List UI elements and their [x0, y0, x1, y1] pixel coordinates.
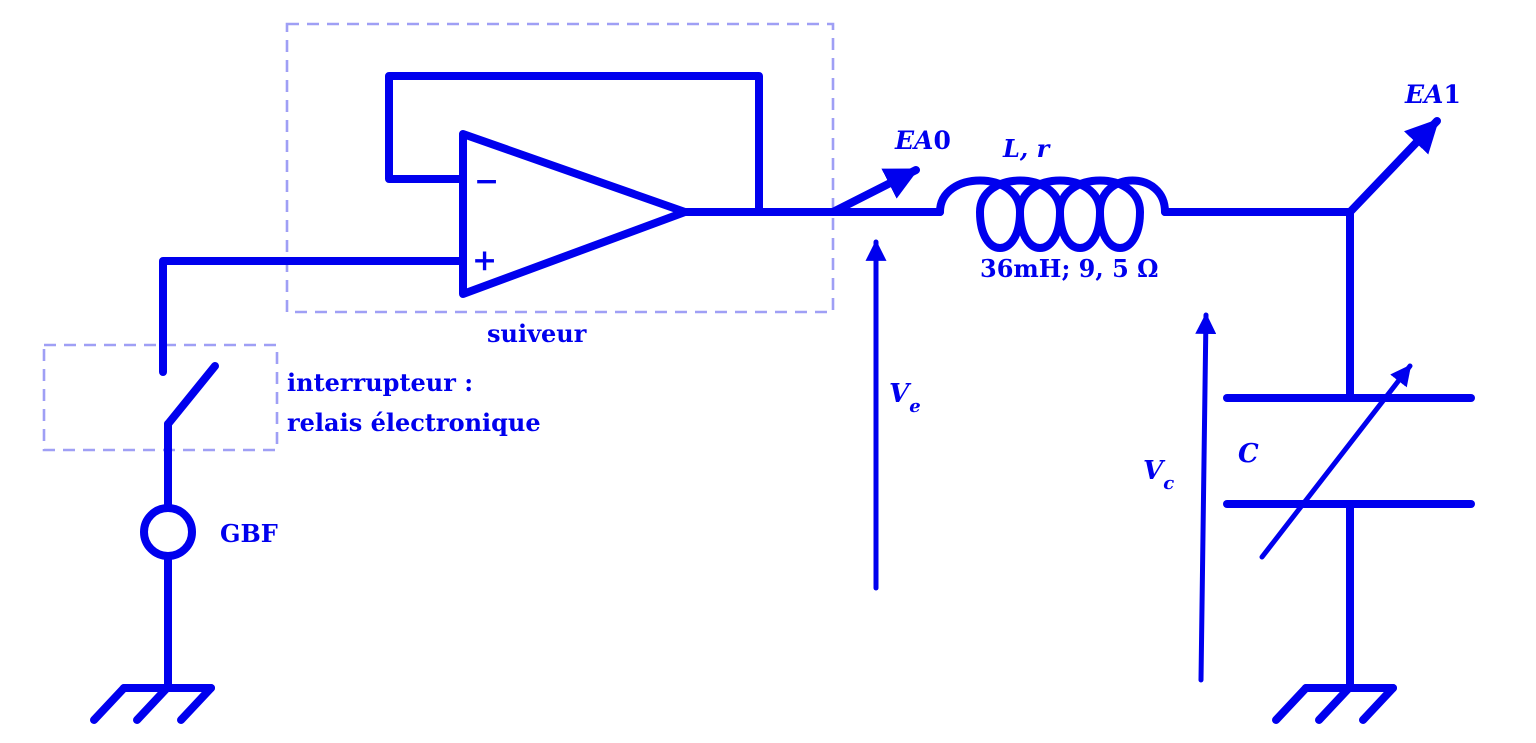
switch-label-line1: interrupteur :	[287, 368, 473, 397]
inductor-name-label: L, r	[1002, 134, 1052, 163]
op-amp-minus-sign: −	[474, 164, 499, 199]
op-amp-plus-sign: +	[472, 243, 497, 278]
ea1-label: EA1	[1404, 80, 1461, 109]
ground-symbol-right	[1272, 684, 1397, 724]
follower-label: suiveur	[487, 319, 587, 348]
svg-text:Ve: Ve	[889, 379, 921, 417]
ea0-label: EA0	[894, 126, 951, 155]
ea0-probe-arrow	[829, 166, 920, 216]
svg-text:EA0: EA0	[894, 126, 951, 155]
op-amp-triangle	[459, 130, 689, 298]
op-amp: − +	[459, 130, 689, 298]
inductor-coil	[936, 176, 1169, 252]
capacitor-label: C	[1238, 439, 1259, 469]
ve-label: Ve	[889, 379, 921, 417]
generator-label: GBF	[220, 519, 278, 548]
ground-symbol-left	[90, 684, 215, 724]
vc-label: Vc	[1143, 456, 1174, 494]
feedback-wire	[385, 72, 763, 216]
svg-text:Vc: Vc	[1143, 456, 1174, 494]
inductor-value-label: 36mH; 9, 5 Ω	[980, 254, 1159, 283]
switch-label-line2: relais électronique	[287, 408, 541, 437]
svg-text:EA1: EA1	[1404, 80, 1461, 109]
switch-dashed-box	[42, 343, 279, 452]
generator-symbol	[140, 504, 196, 560]
variable-capacitor-arrow	[1259, 363, 1413, 560]
vc-voltage-arrow	[1195, 312, 1217, 683]
switch	[159, 341, 219, 512]
ea1-probe-arrow	[1346, 117, 1441, 216]
follower-dashed-box	[285, 22, 835, 314]
switch-blade	[164, 362, 219, 428]
noninverting-input-wire	[159, 257, 467, 349]
